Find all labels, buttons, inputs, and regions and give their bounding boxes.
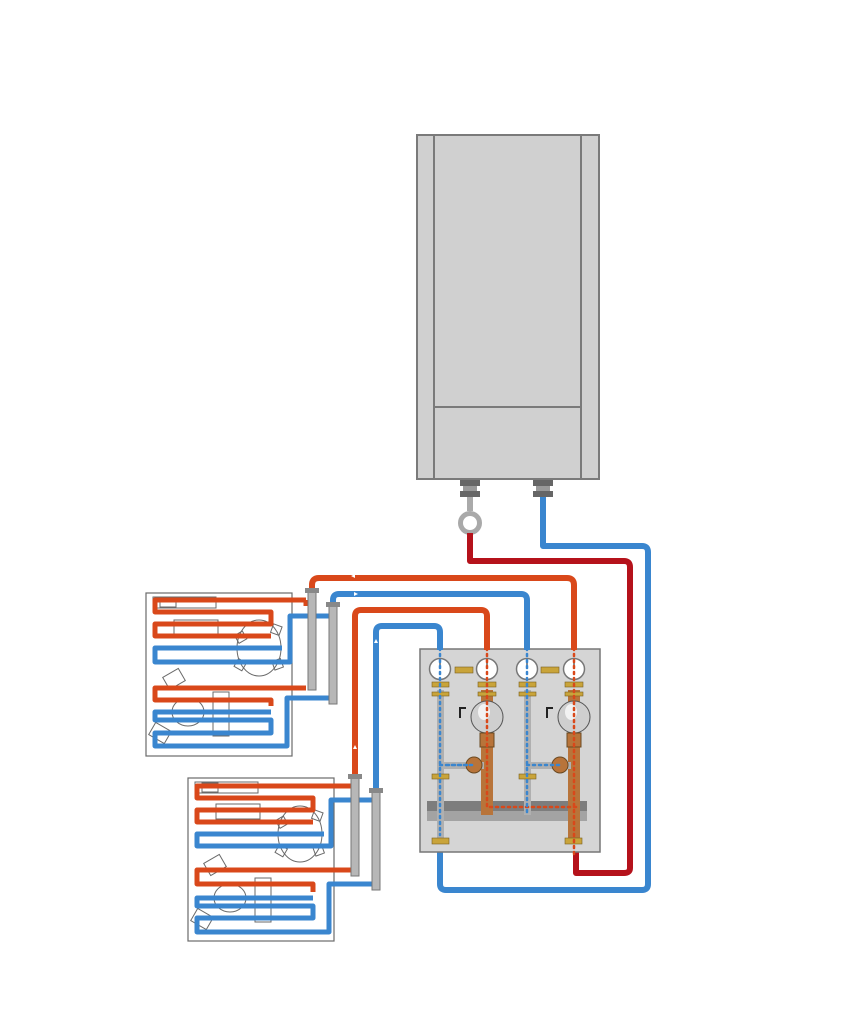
lower-zone-supply-loop: [194, 783, 352, 892]
flow-arrow-1: [351, 574, 355, 578]
primary-supply-pipe: [467, 533, 633, 876]
flow-dots-return-right: [525, 646, 562, 815]
boiler-connector-left: [458, 480, 482, 535]
flow-dots-supply-left: [485, 646, 578, 809]
flow-arrow-4: [374, 639, 378, 643]
lower-zone-return-loop: [194, 797, 372, 935]
manifold-upper: [305, 588, 340, 705]
primary-return-pipe: [437, 497, 651, 893]
upper-zone-supply-loop: [152, 597, 309, 706]
pump-station: [419, 646, 601, 857]
flow-arrow-2: [354, 592, 358, 596]
flow-dots-return-left: [438, 646, 476, 837]
flow-arrow-3: [353, 745, 357, 749]
lower-zone-supply-pipe: [352, 607, 490, 776]
mixing-valve-left: [465, 756, 483, 774]
boiler: [416, 134, 600, 480]
upper-zone-supply-pipe: [309, 575, 577, 650]
upper-zone-return-pipe: [330, 591, 530, 650]
heating-zone-upper: [145, 592, 329, 757]
boiler-connector-right: [533, 480, 553, 497]
lower-zone-return-pipe: [373, 623, 443, 788]
heating-zone-lower: [187, 777, 372, 942]
upper-zone-return-loop: [152, 613, 329, 749]
manifold-lower: [348, 774, 383, 891]
